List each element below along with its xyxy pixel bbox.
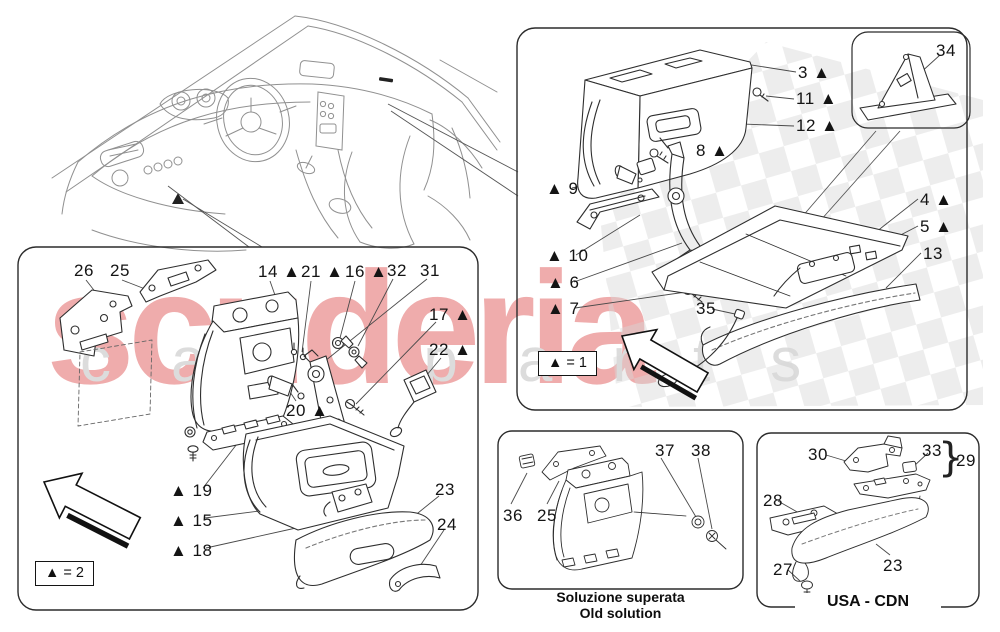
bottom-strip-19-drawing xyxy=(202,414,294,451)
watermark-brand-text: scuderia xyxy=(46,238,655,417)
old-solution-caption-english: Old solution xyxy=(579,605,662,621)
trim-24-drawing xyxy=(389,563,441,592)
washer-16-drawing xyxy=(331,336,345,350)
damper-34-drawing xyxy=(859,53,957,121)
direction-arrow-main xyxy=(42,472,142,549)
latch-5-drawing xyxy=(773,252,856,297)
old-solution-caption-italian: Soluzione superata xyxy=(556,589,685,605)
main-panel-box xyxy=(17,246,479,611)
dash-location-triangle xyxy=(172,193,184,204)
trim-13-drawing xyxy=(700,283,921,366)
screw-11-drawing xyxy=(752,87,769,102)
old-solution-caption: Soluzione superata Old solution xyxy=(497,589,744,621)
bracket-10-drawing xyxy=(576,188,660,230)
detail-panel-box xyxy=(516,27,968,411)
wing-screw-32-drawing xyxy=(340,335,368,369)
car-interior-sketch xyxy=(51,15,501,252)
legend-box-triangle-2: ▲ = 2 xyxy=(35,561,94,586)
direction-arrow-detail xyxy=(620,328,710,401)
usa-cdn-drawings xyxy=(769,435,931,600)
usa-cdn-caption: USA - CDN xyxy=(795,593,941,611)
old-solution-box xyxy=(497,430,744,590)
dash-location-marker xyxy=(378,77,394,83)
legend-box-triangle-1: ▲ = 1 xyxy=(538,351,597,376)
glovebox-door-drawing xyxy=(651,205,909,309)
bracket-26-drawing xyxy=(59,289,133,357)
bracket-25-drawing xyxy=(139,259,217,303)
latch-mech-15-drawing xyxy=(323,483,373,517)
bulb-9-drawing xyxy=(614,157,656,185)
dashed-panel-outline xyxy=(77,339,153,427)
door-skin-23-drawing xyxy=(294,511,434,589)
pointer-wedges xyxy=(167,103,901,248)
screw-8-drawing xyxy=(649,148,669,164)
bulb-20-drawing xyxy=(267,375,305,400)
old-solution-drawings xyxy=(518,445,727,571)
latch-22-drawing xyxy=(389,369,437,438)
inset-34-box xyxy=(851,31,971,129)
screw-17-drawing xyxy=(344,398,365,416)
